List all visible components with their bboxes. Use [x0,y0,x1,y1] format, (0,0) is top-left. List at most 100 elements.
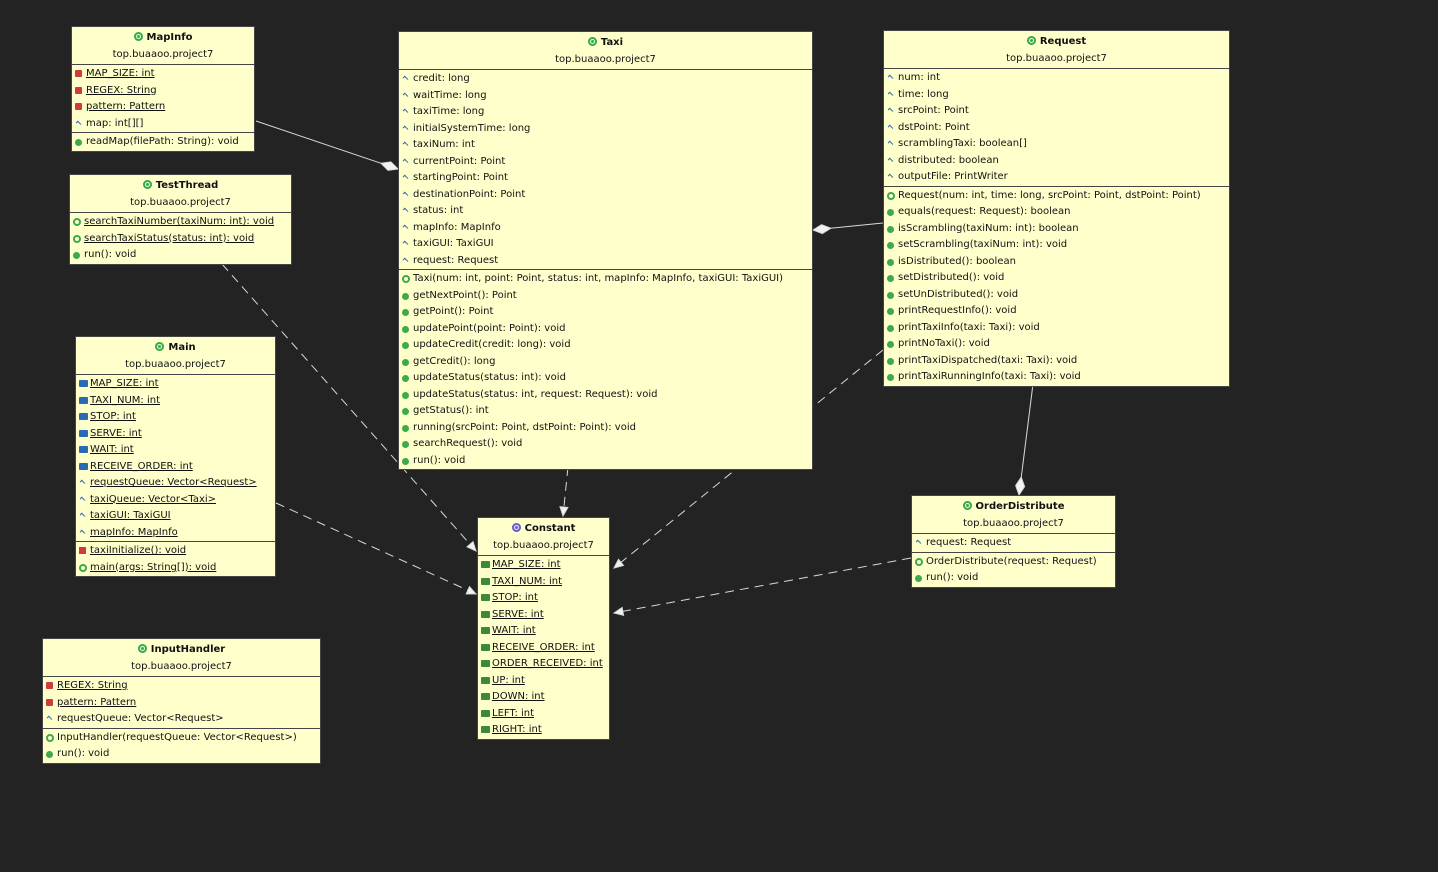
field-row[interactable]: pattern: Pattern [72,99,254,116]
method-row[interactable]: searchTaxiStatus(status: int): void [70,231,291,248]
field-row[interactable]: taxiTime: long [399,104,812,121]
field-row[interactable]: initialSystemTime: long [399,121,812,138]
class-package: top.buaaoo.project7 [493,540,594,551]
class-name: Constant [478,519,609,538]
field-row[interactable]: SERVE: int [478,607,609,624]
field-row[interactable]: credit: long [399,71,812,88]
method-row[interactable]: run(): void [399,453,812,470]
method-row[interactable]: printTaxiRunningInfo(taxi: Taxi): void [884,369,1229,386]
field-row[interactable]: requestQueue: Vector<Request> [76,475,275,492]
field-row[interactable]: taxiNum: int [399,137,812,154]
field-row[interactable]: num: int [884,70,1229,87]
field-row[interactable]: taxiQueue: Vector<Taxi> [76,492,275,509]
field-row[interactable]: WAIT: int [76,442,275,459]
field-row[interactable]: startingPoint: Point [399,170,812,187]
field-text: LEFT: int [492,707,535,719]
method-row[interactable]: getStatus(): int [399,403,812,420]
method-row[interactable]: setUnDistributed(): void [884,287,1229,304]
method-row[interactable]: InputHandler(requestQueue: Vector<Reques… [43,730,320,747]
method-row[interactable]: OrderDistribute(request: Request) [912,554,1115,571]
field-row[interactable]: REGEX: String [72,83,254,100]
field-row[interactable]: pattern: Pattern [43,695,320,712]
method-row[interactable]: updateStatus(status: int, request: Reque… [399,387,812,404]
method-row[interactable]: getCredit(): long [399,354,812,371]
field-row[interactable]: mapInfo: MapInfo [399,220,812,237]
field-row[interactable]: RIGHT: int [478,722,609,739]
method-row[interactable]: setDistributed(): void [884,270,1229,287]
field-row[interactable]: srcPoint: Point [884,103,1229,120]
field-row[interactable]: MAP_SIZE: int [72,66,254,83]
method-row[interactable]: Request(num: int, time: long, srcPoint: … [884,188,1229,205]
method-row[interactable]: searchTaxiNumber(taxiNum: int): void [70,214,291,231]
field-row[interactable]: mapInfo: MapInfo [76,525,275,542]
method-row[interactable]: taxiInitialize(): void [76,543,275,560]
method-row[interactable]: main(args: String[]): void [76,560,275,577]
method-row[interactable]: printTaxiDispatched(taxi: Taxi): void [884,353,1229,370]
field-row[interactable]: RECEIVE_ORDER: int [478,640,609,657]
method-compartment: readMap(filePath: String): void [72,133,254,151]
method-row[interactable]: updatePoint(point: Point): void [399,321,812,338]
method-row[interactable]: isDistributed(): boolean [884,254,1229,271]
field-row[interactable]: request: Request [399,253,812,270]
field-row[interactable]: taxiGUI: TaxiGUI [399,236,812,253]
field-row[interactable]: outputFile: PrintWriter [884,169,1229,186]
method-row[interactable]: Taxi(num: int, point: Point, status: int… [399,271,812,288]
field-row[interactable]: STOP: int [76,409,275,426]
field-row[interactable]: waitTime: long [399,88,812,105]
relation-line-aggregation [812,222,884,231]
field-row[interactable]: scramblingTaxi: boolean[] [884,136,1229,153]
field-row[interactable]: request: Request [912,535,1115,552]
field-row[interactable]: LEFT: int [478,706,609,723]
field-row[interactable]: map: int[][] [72,116,254,133]
field-row[interactable]: MAP_SIZE: int [478,557,609,574]
field-row[interactable]: requestQueue: Vector<Request> [43,711,320,728]
field-row[interactable]: TAXI_NUM: int [478,574,609,591]
visibility-icon [481,709,490,717]
field-row[interactable]: ORDER_RECEIVED: int [478,656,609,673]
field-row[interactable]: taxiGUI: TaxiGUI [76,508,275,525]
method-row[interactable]: updateCredit(credit: long): void [399,337,812,354]
field-text: num: int [898,72,941,83]
method-row[interactable]: printRequestInfo(): void [884,303,1229,320]
method-row[interactable]: getPoint(): Point [399,304,812,321]
method-row[interactable]: getNextPoint(): Point [399,288,812,305]
method-row[interactable]: run(): void [70,247,291,264]
method-row[interactable]: isScrambling(taxiNum: int): boolean [884,221,1229,238]
method-row[interactable]: updateStatus(status: int): void [399,370,812,387]
method-row[interactable]: searchRequest(): void [399,436,812,453]
method-row[interactable]: run(): void [912,570,1115,587]
field-row[interactable]: DOWN: int [478,689,609,706]
method-row[interactable]: printNoTaxi(): void [884,336,1229,353]
field-row[interactable]: currentPoint: Point [399,154,812,171]
field-row[interactable]: status: int [399,203,812,220]
field-row[interactable]: UP: int [478,673,609,690]
method-row[interactable]: equals(request: Request): boolean [884,204,1229,221]
field-row[interactable]: destinationPoint: Point [399,187,812,204]
field-row[interactable]: RECEIVE_ORDER: int [76,459,275,476]
field-row[interactable]: TAXI_NUM: int [76,393,275,410]
field-row[interactable]: REGEX: String [43,678,320,695]
field-text: REGEX: String [86,84,157,96]
field-row[interactable]: distributed: boolean [884,153,1229,170]
field-row[interactable]: time: long [884,87,1229,104]
method-row[interactable]: run(): void [43,746,320,763]
field-row[interactable]: WAIT: int [478,623,609,640]
field-row[interactable]: STOP: int [478,590,609,607]
field-row[interactable]: dstPoint: Point [884,120,1229,137]
field-row[interactable]: SERVE: int [76,426,275,443]
field-row[interactable]: MAP_SIZE: int [76,376,275,393]
method-row[interactable]: running(srcPoint: Point, dstPoint: Point… [399,420,812,437]
method-row[interactable]: setScrambling(taxiNum: int): void [884,237,1229,254]
method-row[interactable]: readMap(filePath: String): void [72,134,254,151]
class-icon [962,501,972,510]
method-row[interactable]: printTaxiInfo(taxi: Taxi): void [884,320,1229,337]
